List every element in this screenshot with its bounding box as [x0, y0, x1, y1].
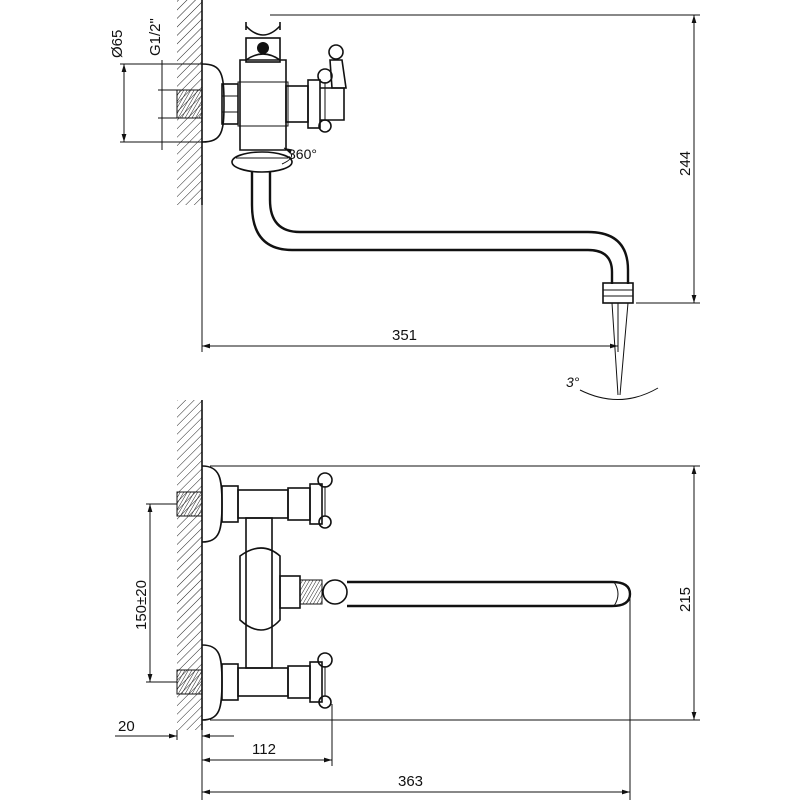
top-view: 360° 3° Ø65 G1/2" 244 351 [109, 0, 700, 400]
spout-nut [279, 575, 301, 609]
dim-body-depth: 112 [252, 741, 276, 758]
mixer-body-top [239, 59, 287, 151]
diverter-body [239, 547, 281, 631]
thread-pipe-top [176, 89, 203, 119]
dim-center-distance: 150±20 [133, 580, 150, 630]
spout-swivel [322, 579, 348, 605]
dim-wall-offset: 20 [118, 718, 135, 735]
spout-pipe-bottom [347, 580, 632, 608]
dim-length-top: 351 [392, 327, 417, 344]
valve-handle-upper [287, 472, 333, 529]
valve-handle-lower [287, 652, 333, 709]
water-stream [611, 302, 629, 396]
thread-pipe-lower [176, 669, 203, 695]
shower-holder-top [245, 22, 281, 63]
dim-thread: G1/2" [147, 18, 164, 56]
dim-height-bottom: 215 [677, 587, 694, 612]
flange-lower [201, 644, 223, 721]
spout-inner-top [268, 172, 630, 284]
aerator-top [602, 282, 634, 304]
spout-outer-top [250, 172, 614, 284]
angle-label: 3° [566, 374, 580, 390]
rotation-label: 360° [288, 146, 317, 162]
wall-flange-top [201, 63, 225, 143]
bottom-view: 150±20 215 20 112 363 [115, 400, 700, 800]
valve-handle-top [285, 44, 347, 133]
mixer-body-bottom [245, 517, 273, 669]
dim-total-length: 363 [398, 773, 423, 790]
dim-diameter: Ø65 [109, 30, 126, 58]
swivel-ring [231, 151, 293, 173]
angle-arc [579, 387, 659, 400]
thread-pipe-upper [176, 491, 203, 517]
dim-height-top: 244 [677, 151, 694, 176]
flange-upper [201, 465, 223, 543]
